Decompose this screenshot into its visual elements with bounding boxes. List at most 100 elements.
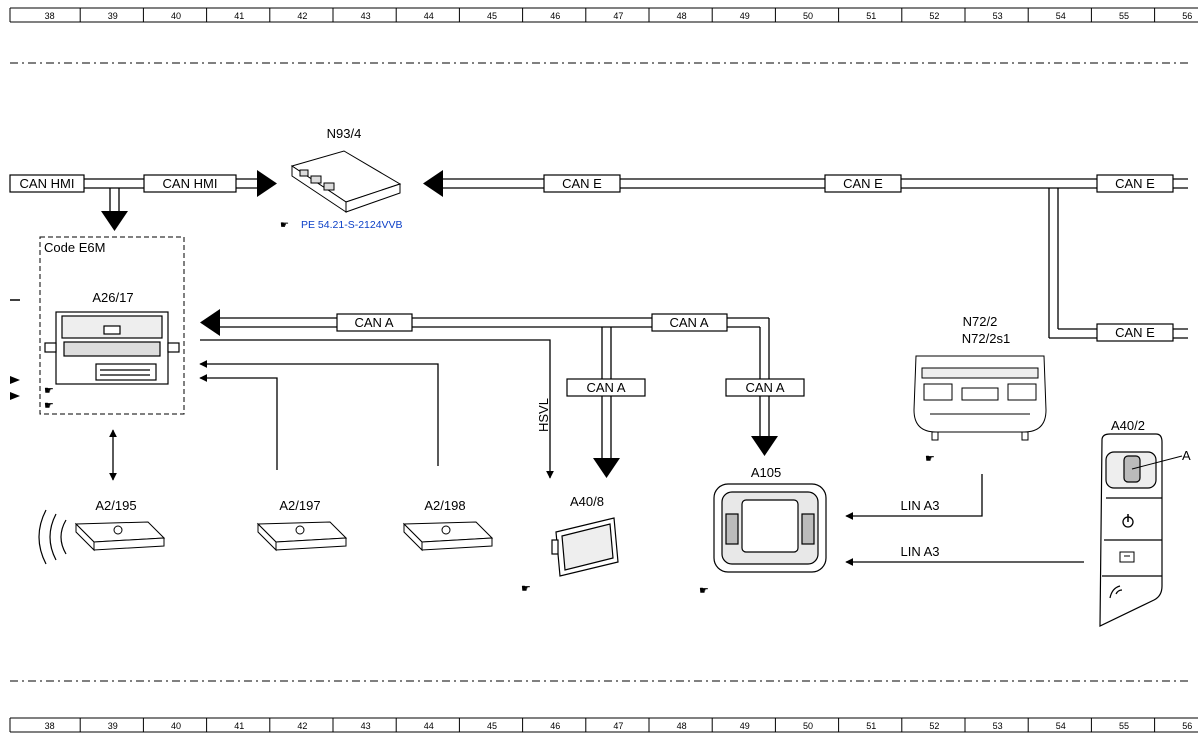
left-edge-arrow (10, 392, 20, 400)
can-a-label-3: CAN A (586, 380, 625, 395)
ruler-number: 52 (929, 721, 939, 731)
lin-a3-label-2: LIN A3 (900, 544, 939, 559)
ruler-number: 42 (297, 11, 307, 21)
n72-2-label: N72/2 (963, 314, 998, 329)
can-e-label-2: CAN E (843, 176, 883, 191)
ruler-number: 54 (1056, 721, 1066, 731)
a40-2-panel (1099, 433, 1163, 627)
wireless-signal-icon (38, 509, 67, 565)
hsvl-label: HSVL (536, 398, 551, 432)
ruler-number: 49 (740, 721, 750, 731)
lin-a3-label-1: LIN A3 (900, 498, 939, 513)
can-a-label-box-3 (566, 378, 646, 397)
ruler-number: 51 (866, 11, 876, 21)
ruler-number: 49 (740, 11, 750, 21)
a40-2-callout-line (1131, 455, 1183, 470)
ruler-number: 48 (677, 11, 687, 21)
code-e6m-box (39, 236, 185, 415)
n72-2-module-icon (913, 355, 1047, 441)
ruler-number: 56 (1182, 11, 1192, 21)
ruler-number: 55 (1119, 11, 1129, 21)
ruler-number: 55 (1119, 721, 1129, 731)
can-e-label-box-3 (1096, 174, 1174, 193)
a2-197-module-icon (256, 521, 348, 552)
n93-4-ref-link[interactable]: PE 54.21-S-2124VVB (301, 219, 403, 231)
ruler-number: 41 (234, 721, 244, 731)
can-e-label-box-1 (543, 174, 621, 193)
a105-module-icon (713, 483, 827, 573)
a2-198-label: A2/198 (424, 498, 465, 513)
a40-8-label: A40/8 (570, 494, 604, 509)
bottom-ruler: 38 39 40 41 42 43 44 45 46 47 48 49 50 51 52 53 54 55 56 (9, 717, 1198, 733)
ruler-number: 43 (361, 721, 371, 731)
ruler-number: 43 (361, 11, 371, 21)
ruler-number: 51 (866, 721, 876, 731)
ruler-number: 46 (550, 721, 560, 731)
ruler-number: 45 (487, 721, 497, 731)
a40-2-callout-label: A (1182, 448, 1191, 463)
a26-17-label: A26/17 (92, 290, 133, 305)
ruler-number: 41 (234, 11, 244, 21)
hsvl-line (200, 339, 554, 479)
code-e6m-label: Code E6M (44, 240, 105, 255)
can-a-bus (200, 309, 778, 478)
n93-4-label: N93/4 (327, 126, 362, 141)
can-a-label-box-2 (651, 313, 728, 332)
ruler-number: 45 (487, 11, 497, 21)
a105-label: A105 (751, 465, 781, 480)
can-hmi-label-box-2 (143, 174, 237, 193)
a2-195-label: A2/195 (95, 498, 136, 513)
can-e-label-4: CAN E (1115, 325, 1155, 340)
ref-hand-icon: ☛ (44, 385, 54, 397)
ruler-number: 48 (677, 721, 687, 731)
can-e-label-box-4 (1096, 323, 1174, 342)
ruler-number: 39 (108, 11, 118, 21)
ruler-number: 39 (108, 721, 118, 731)
ruler-number: 40 (171, 11, 181, 21)
a40-8-display-icon (551, 517, 619, 577)
ruler-number: 40 (171, 721, 181, 731)
a2-198-line (199, 360, 439, 466)
can-e-label-box-2 (824, 174, 902, 193)
seat-icon (1119, 551, 1135, 563)
handset-icon (1109, 585, 1123, 599)
can-hmi-label-1: CAN HMI (20, 176, 75, 191)
a26-17-module-icon (44, 311, 180, 385)
ruler-number: 54 (1056, 11, 1066, 21)
can-hmi-label-2: CAN HMI (163, 176, 218, 191)
can-hmi-label-box-1 (9, 174, 85, 193)
n93-4-ref[interactable]: ☛ PE 54.21-S-2124VVB (280, 219, 403, 231)
ruler-number: 56 (1182, 721, 1192, 731)
ruler-number: 38 (45, 721, 55, 731)
ruler-number: 53 (993, 721, 1003, 731)
lin-a3-line-1 (845, 474, 983, 520)
ruler-number: 50 (803, 721, 813, 731)
left-edge-arrow (10, 376, 20, 384)
can-a-label-box-4 (725, 378, 805, 397)
n93-4-module-icon (290, 150, 402, 213)
ref-hand-icon: ☛ (44, 400, 54, 412)
ruler-number: 42 (297, 721, 307, 731)
a2-195-module-icon (74, 521, 166, 552)
can-a-label-1: CAN A (354, 315, 393, 330)
ruler-number: 38 (45, 11, 55, 21)
ruler-number: 44 (424, 721, 434, 731)
ruler-number: 44 (424, 11, 434, 21)
can-e-label-1: CAN E (562, 176, 602, 191)
power-icon (1122, 514, 1134, 528)
a40-2-label: A40/2 (1111, 418, 1145, 433)
ref-hand-icon: ☛ (925, 453, 935, 465)
a2-198-module-icon (402, 521, 494, 552)
a2-197-line (199, 374, 278, 470)
can-e-label-3: CAN E (1115, 176, 1155, 191)
ref-hand-icon: ☛ (280, 220, 289, 231)
ruler-number: 47 (613, 721, 623, 731)
ruler-number: 52 (929, 11, 939, 21)
ref-hand-icon: ☛ (521, 583, 531, 595)
can-a-label-box-1 (336, 313, 413, 332)
can-e-bus (423, 170, 1188, 339)
can-a-label-4: CAN A (745, 380, 784, 395)
ref-hand-icon: ☛ (699, 585, 709, 597)
